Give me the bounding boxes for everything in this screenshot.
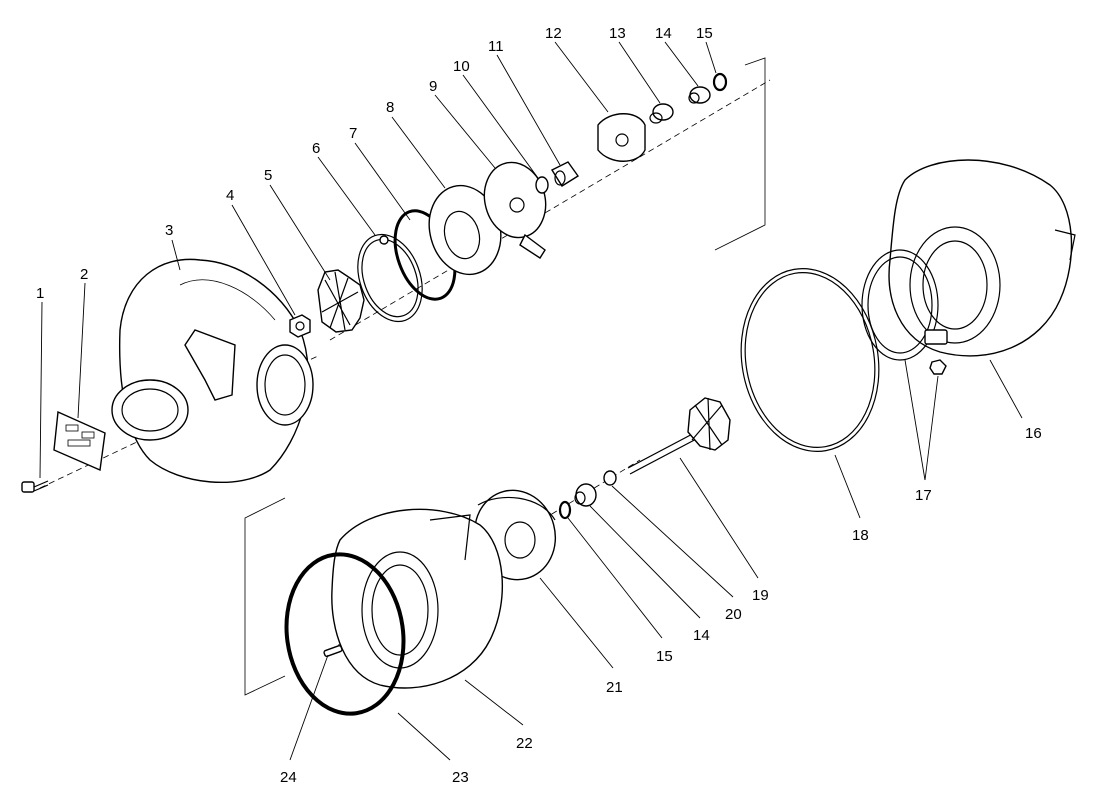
part-9-oil-deflector — [483, 161, 547, 259]
upper-bracket-line — [714, 57, 766, 251]
part-14-bearing-lower — [574, 483, 597, 507]
callout-10: 10 — [453, 58, 470, 75]
part-16-turbine-housing — [888, 159, 1076, 357]
callout-15-upper: 15 — [696, 25, 713, 42]
callout-11: 11 — [488, 38, 504, 55]
part-5-compressor-wheel — [317, 269, 365, 333]
callout-3: 3 — [165, 222, 173, 239]
callout-9: 9 — [429, 78, 437, 95]
callout-20: 20 — [725, 606, 742, 623]
part-12-thrust-bearing — [597, 113, 646, 162]
callout-13: 13 — [609, 25, 626, 42]
part-4-nut — [289, 314, 311, 338]
part-17-v-band-clamp — [861, 249, 948, 375]
part-22-center-housing — [331, 508, 504, 689]
callout-23: 23 — [452, 769, 469, 786]
part-13-bushing — [649, 103, 674, 124]
lower-bracket-line — [244, 497, 286, 696]
callout-2: 2 — [80, 266, 88, 283]
callout-16: 16 — [1025, 425, 1042, 442]
callout-14-lower: 14 — [693, 627, 710, 644]
part-18-clamp-ring — [740, 268, 880, 452]
part-10-piston-ring — [535, 176, 549, 194]
callout-numbers: 1 2 3 4 5 6 7 8 9 10 11 12 13 14 15 16 1… — [36, 25, 1042, 786]
part-20-seal-ring — [603, 470, 617, 486]
part-1-bolt — [21, 480, 49, 493]
part-15-retaining-ring-upper — [712, 72, 728, 92]
callout-17: 17 — [915, 487, 932, 504]
callout-5: 5 — [264, 167, 272, 184]
part-6-snap-ring — [357, 233, 423, 323]
callout-21: 21 — [606, 679, 623, 696]
callout-12: 12 — [545, 25, 562, 42]
callout-24: 24 — [280, 769, 297, 786]
part-2-nameplate — [53, 410, 106, 472]
callout-4: 4 — [226, 187, 234, 204]
part-14-bearing-upper — [688, 86, 711, 104]
part-3-compressor-housing — [111, 258, 314, 484]
callout-6: 6 — [312, 140, 320, 157]
callout-1: 1 — [36, 285, 44, 302]
part-19-turbine-wheel-shaft — [627, 397, 731, 475]
part-23-o-ring — [284, 552, 406, 716]
part-15-retaining-ring-lower — [558, 500, 572, 520]
callout-18: 18 — [852, 527, 869, 544]
callout-19: 19 — [752, 587, 769, 604]
part-11-thrust-collar — [550, 161, 580, 187]
callout-8: 8 — [386, 99, 394, 116]
callout-7: 7 — [349, 125, 357, 142]
callout-leaders — [39, 41, 1023, 761]
part-24-dowel-pin — [323, 644, 343, 658]
callout-14-upper: 14 — [655, 25, 672, 42]
callout-15-lower: 15 — [656, 648, 673, 665]
callout-22: 22 — [516, 735, 533, 752]
